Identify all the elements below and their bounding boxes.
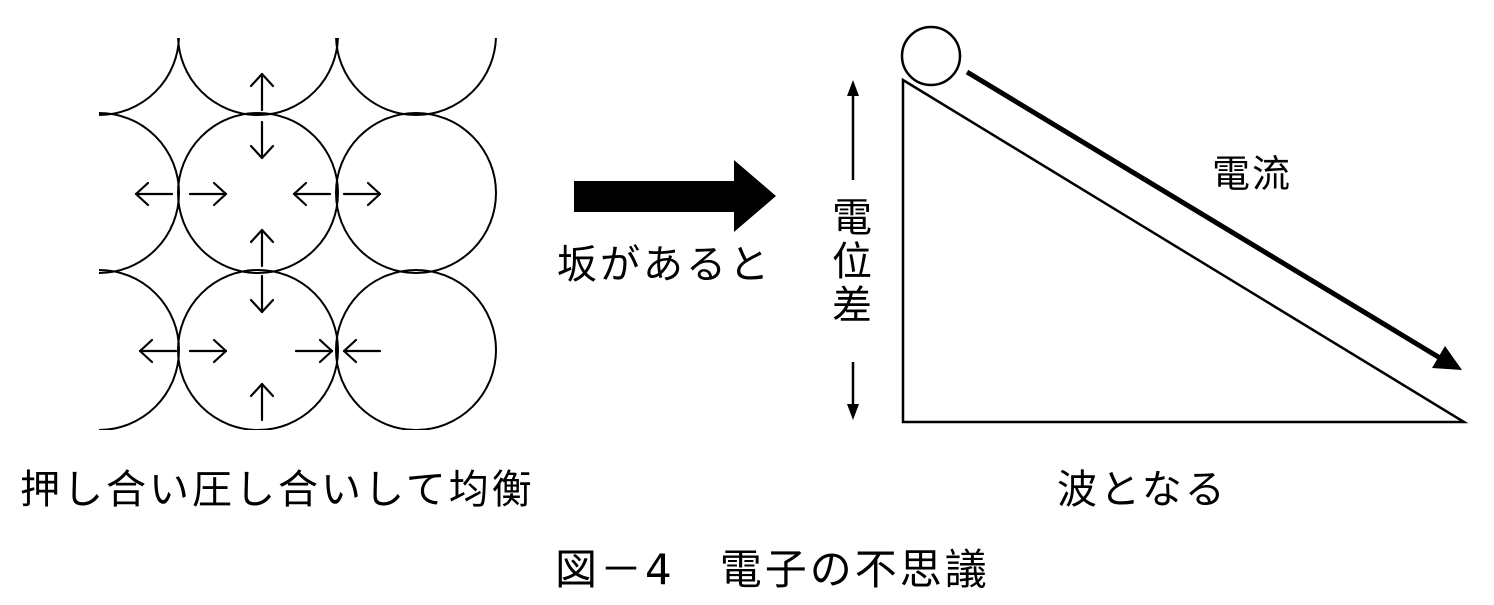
arrow-left-icon bbox=[292, 181, 332, 207]
slope-triangle bbox=[901, 77, 1469, 424]
electron-ball bbox=[900, 25, 962, 87]
arrow-left-icon bbox=[138, 338, 178, 364]
arrow-left-icon bbox=[342, 338, 382, 364]
arrow-up-icon bbox=[249, 72, 275, 112]
arrow-left-icon bbox=[134, 181, 174, 207]
circle-top-mid bbox=[177, 38, 339, 116]
current-label: 電流 bbox=[1212, 152, 1293, 196]
circle-bot-mid bbox=[177, 269, 339, 430]
slope-label: 坂があると bbox=[557, 242, 772, 288]
potential-difference-label: 電位差 bbox=[832, 195, 872, 329]
circle-mid-right bbox=[335, 112, 497, 274]
equilibrium-label: 押し合い圧し合いして均衡 bbox=[20, 467, 535, 513]
force-arrows bbox=[134, 72, 382, 422]
potential-arrow bbox=[847, 80, 859, 420]
arrow-up-icon bbox=[249, 228, 275, 268]
arrow-right-icon bbox=[188, 181, 228, 207]
current-arrow bbox=[965, 69, 1462, 370]
arrow-right-icon bbox=[188, 338, 228, 364]
arrow-right-icon bbox=[342, 181, 382, 207]
circle-mid-mid bbox=[177, 112, 339, 274]
wave-label: 波となる bbox=[1057, 467, 1228, 513]
circle-grid bbox=[99, 38, 497, 430]
figure-caption: 図－4 電子の不思議 bbox=[555, 545, 990, 594]
arrow-up-icon bbox=[249, 382, 275, 422]
big-right-arrow-icon bbox=[574, 160, 776, 232]
circle-bot-right bbox=[335, 269, 497, 430]
arrow-right-icon bbox=[294, 338, 334, 364]
circle-top-right bbox=[335, 38, 497, 116]
arrow-down-icon bbox=[249, 120, 275, 160]
circle-top-left bbox=[99, 38, 180, 116]
arrow-down-icon bbox=[249, 274, 275, 314]
